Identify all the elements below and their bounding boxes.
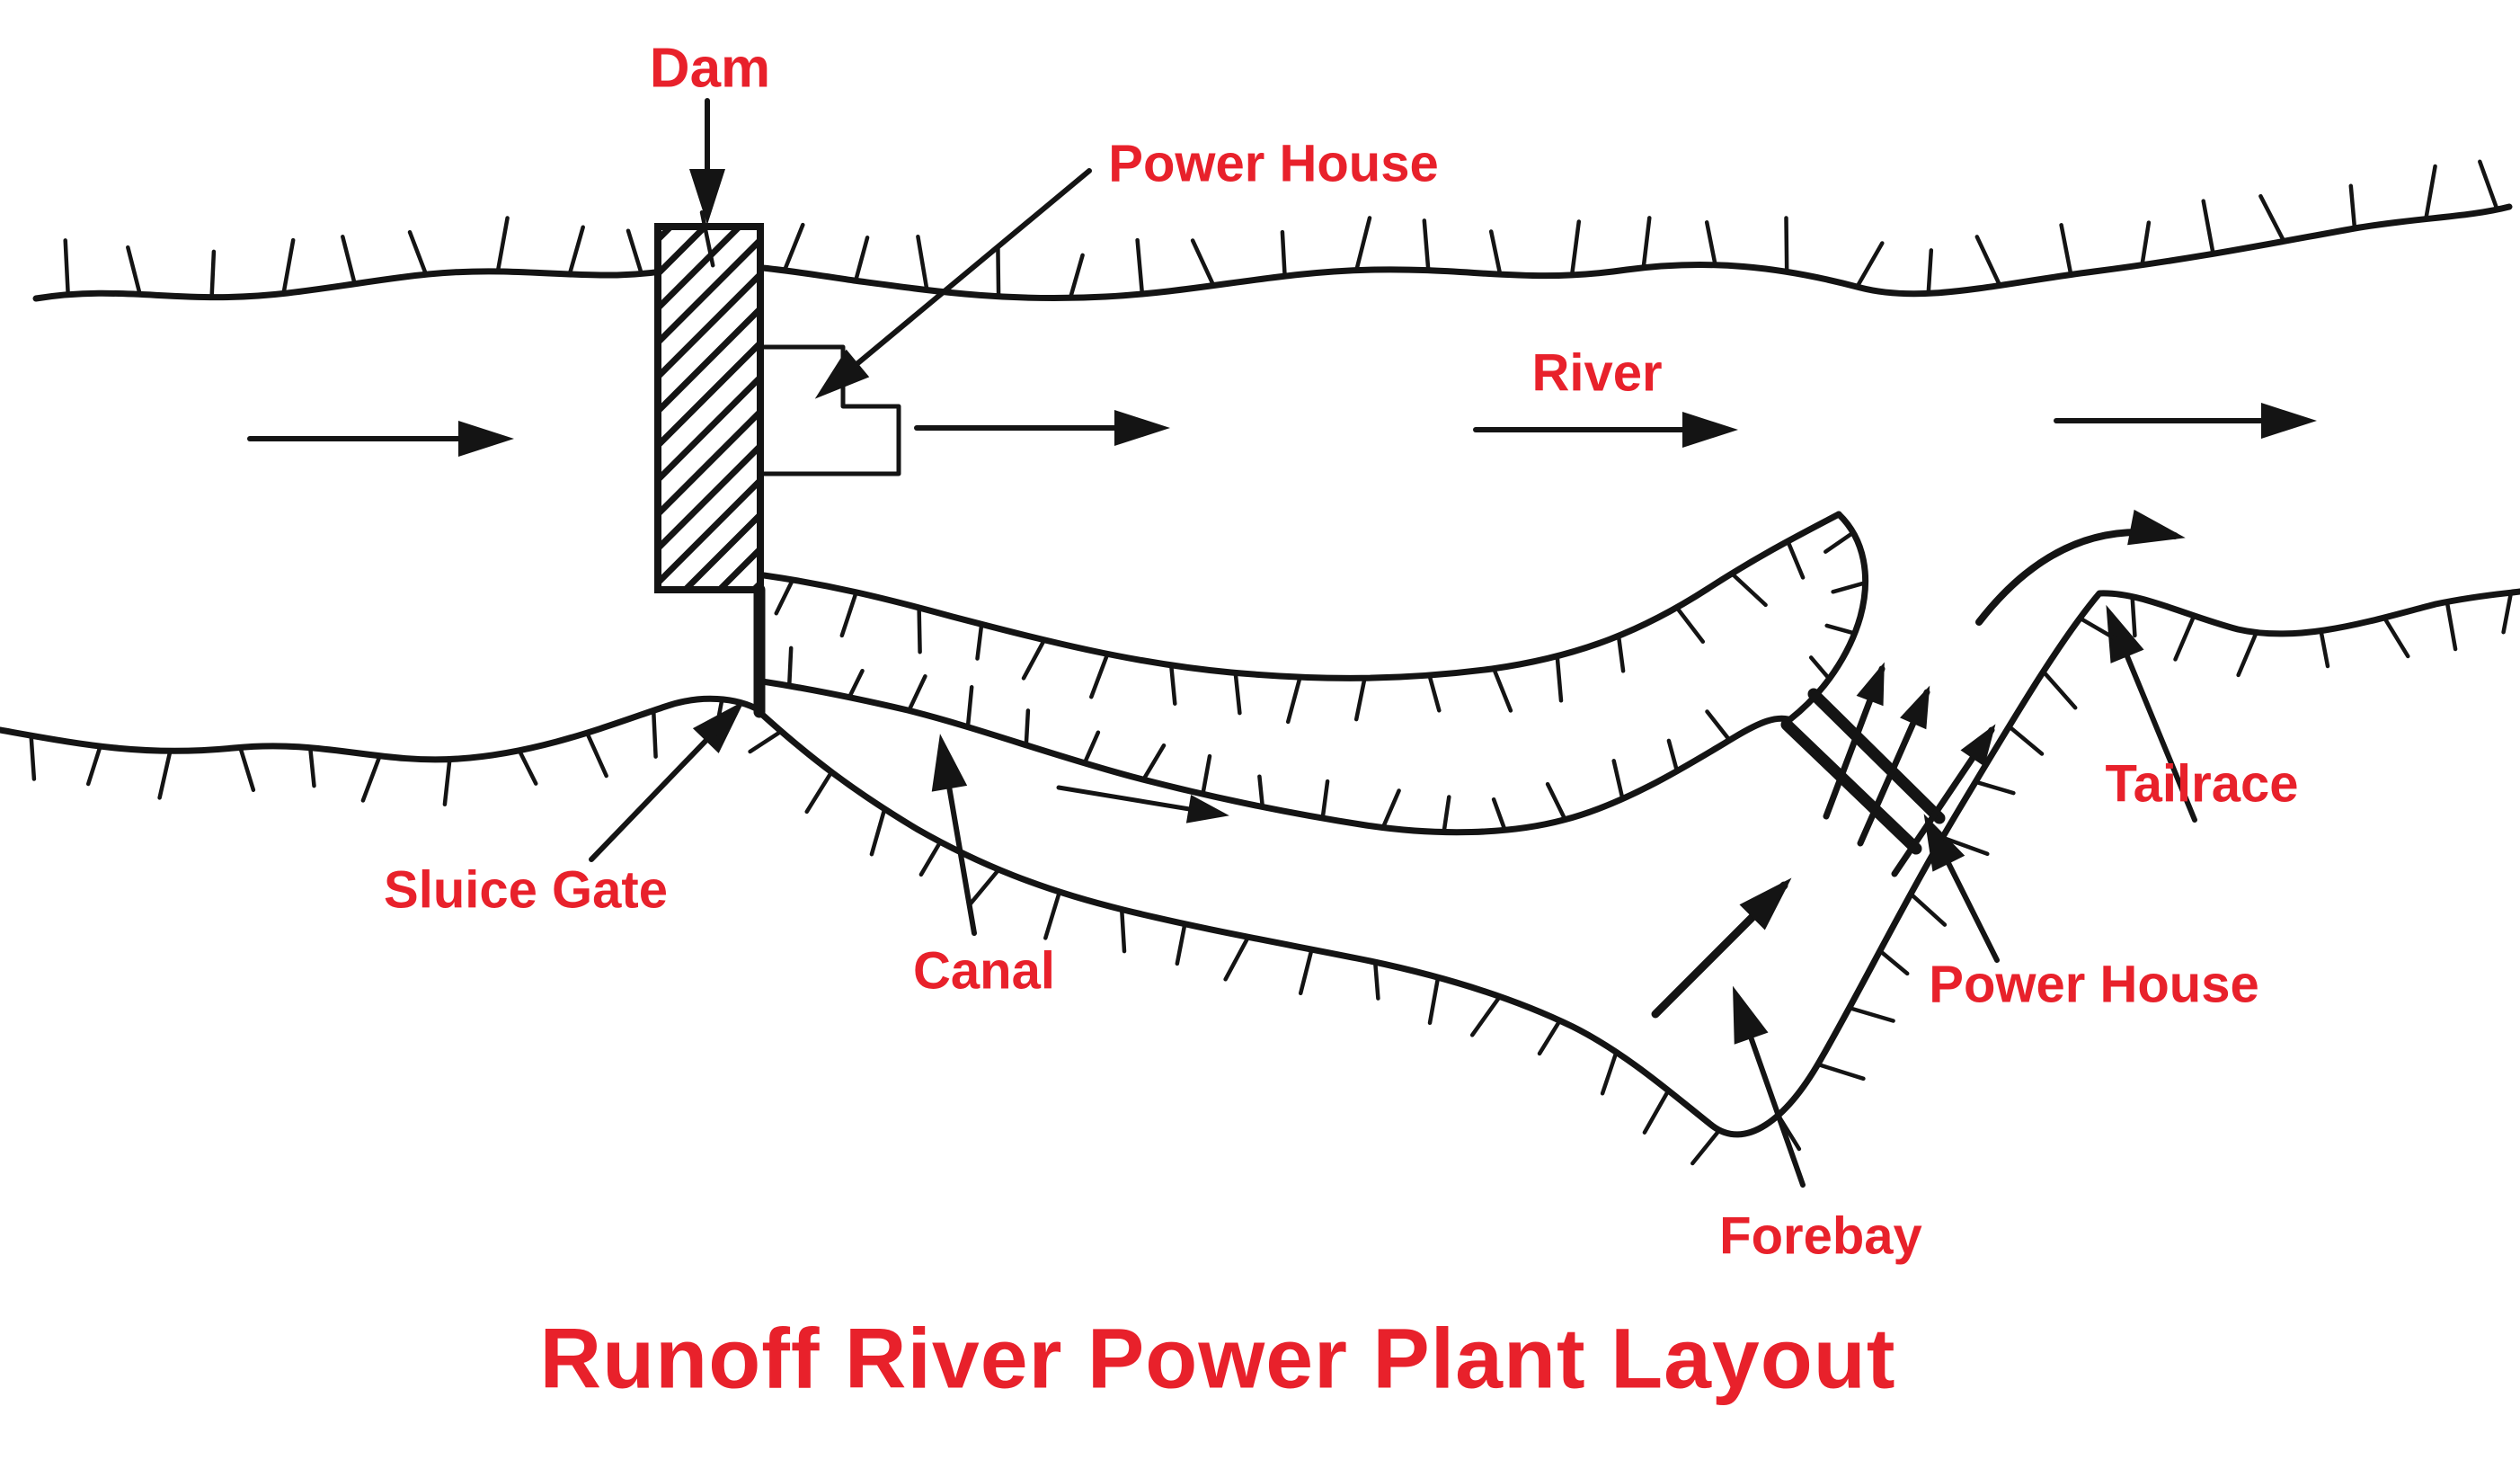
penstock-flow-arrow xyxy=(1823,662,1886,820)
label-forebay: Forebay xyxy=(1719,1206,1922,1266)
sluice-gate-leader-arrow xyxy=(589,700,745,862)
powerhouse-bar xyxy=(1780,718,1922,855)
label-river: River xyxy=(1531,343,1663,403)
canal-flow-arrow xyxy=(1056,785,1229,823)
island-right-edge xyxy=(1787,511,1869,723)
label-dam: Dam xyxy=(649,37,771,100)
label-sluice-gate: Sluice Gate xyxy=(384,860,668,920)
dam-body xyxy=(654,223,764,593)
powerhouse-top-leader-arrow xyxy=(814,168,1092,399)
bank-hatch-ticks xyxy=(786,645,1732,834)
tailrace-leader-arrow xyxy=(2106,604,2197,823)
powerhouse-outline-at-dam xyxy=(759,344,901,476)
canal-upper-bank xyxy=(759,678,1792,836)
island-top-edge xyxy=(760,511,1842,681)
canal-lower-bank xyxy=(756,588,2520,1138)
powerhouse-structure xyxy=(1780,662,1996,877)
tailrace-curved-arrow xyxy=(1975,509,2186,626)
bank-hatch-ticks xyxy=(63,159,2499,300)
powerhouse-bar xyxy=(1807,688,1946,824)
bank-hatch-ticks xyxy=(29,697,724,806)
river-top-bank xyxy=(32,203,2513,302)
river-bottom-bank-left xyxy=(0,695,763,763)
label-canal: Canal xyxy=(913,941,1055,1001)
penstock-flow-arrow xyxy=(1891,724,1996,877)
diagram-title: Runoff River Power Plant Layout xyxy=(539,1311,1896,1407)
forebay-flow-arrow xyxy=(1651,877,1792,1019)
label-tailrace: Tailrace xyxy=(2105,754,2299,814)
penstock-flow-arrow xyxy=(1857,685,1930,847)
label-power-house-bottom: Power House xyxy=(1929,955,2259,1014)
canal-leader-arrow xyxy=(931,734,977,936)
label-power-house-top: Power House xyxy=(1108,134,1439,193)
bank-hatch-ticks xyxy=(774,539,1806,725)
bank-hatch-ticks xyxy=(1808,530,1868,681)
label-leader-arrows xyxy=(589,98,2197,1188)
powerhouse-bottom-leader-arrow xyxy=(1923,814,2000,963)
forebay-leader-arrow xyxy=(1733,985,1806,1188)
river-flow-arrows xyxy=(247,403,2317,457)
bank-hatch-ticks xyxy=(748,590,2514,1166)
